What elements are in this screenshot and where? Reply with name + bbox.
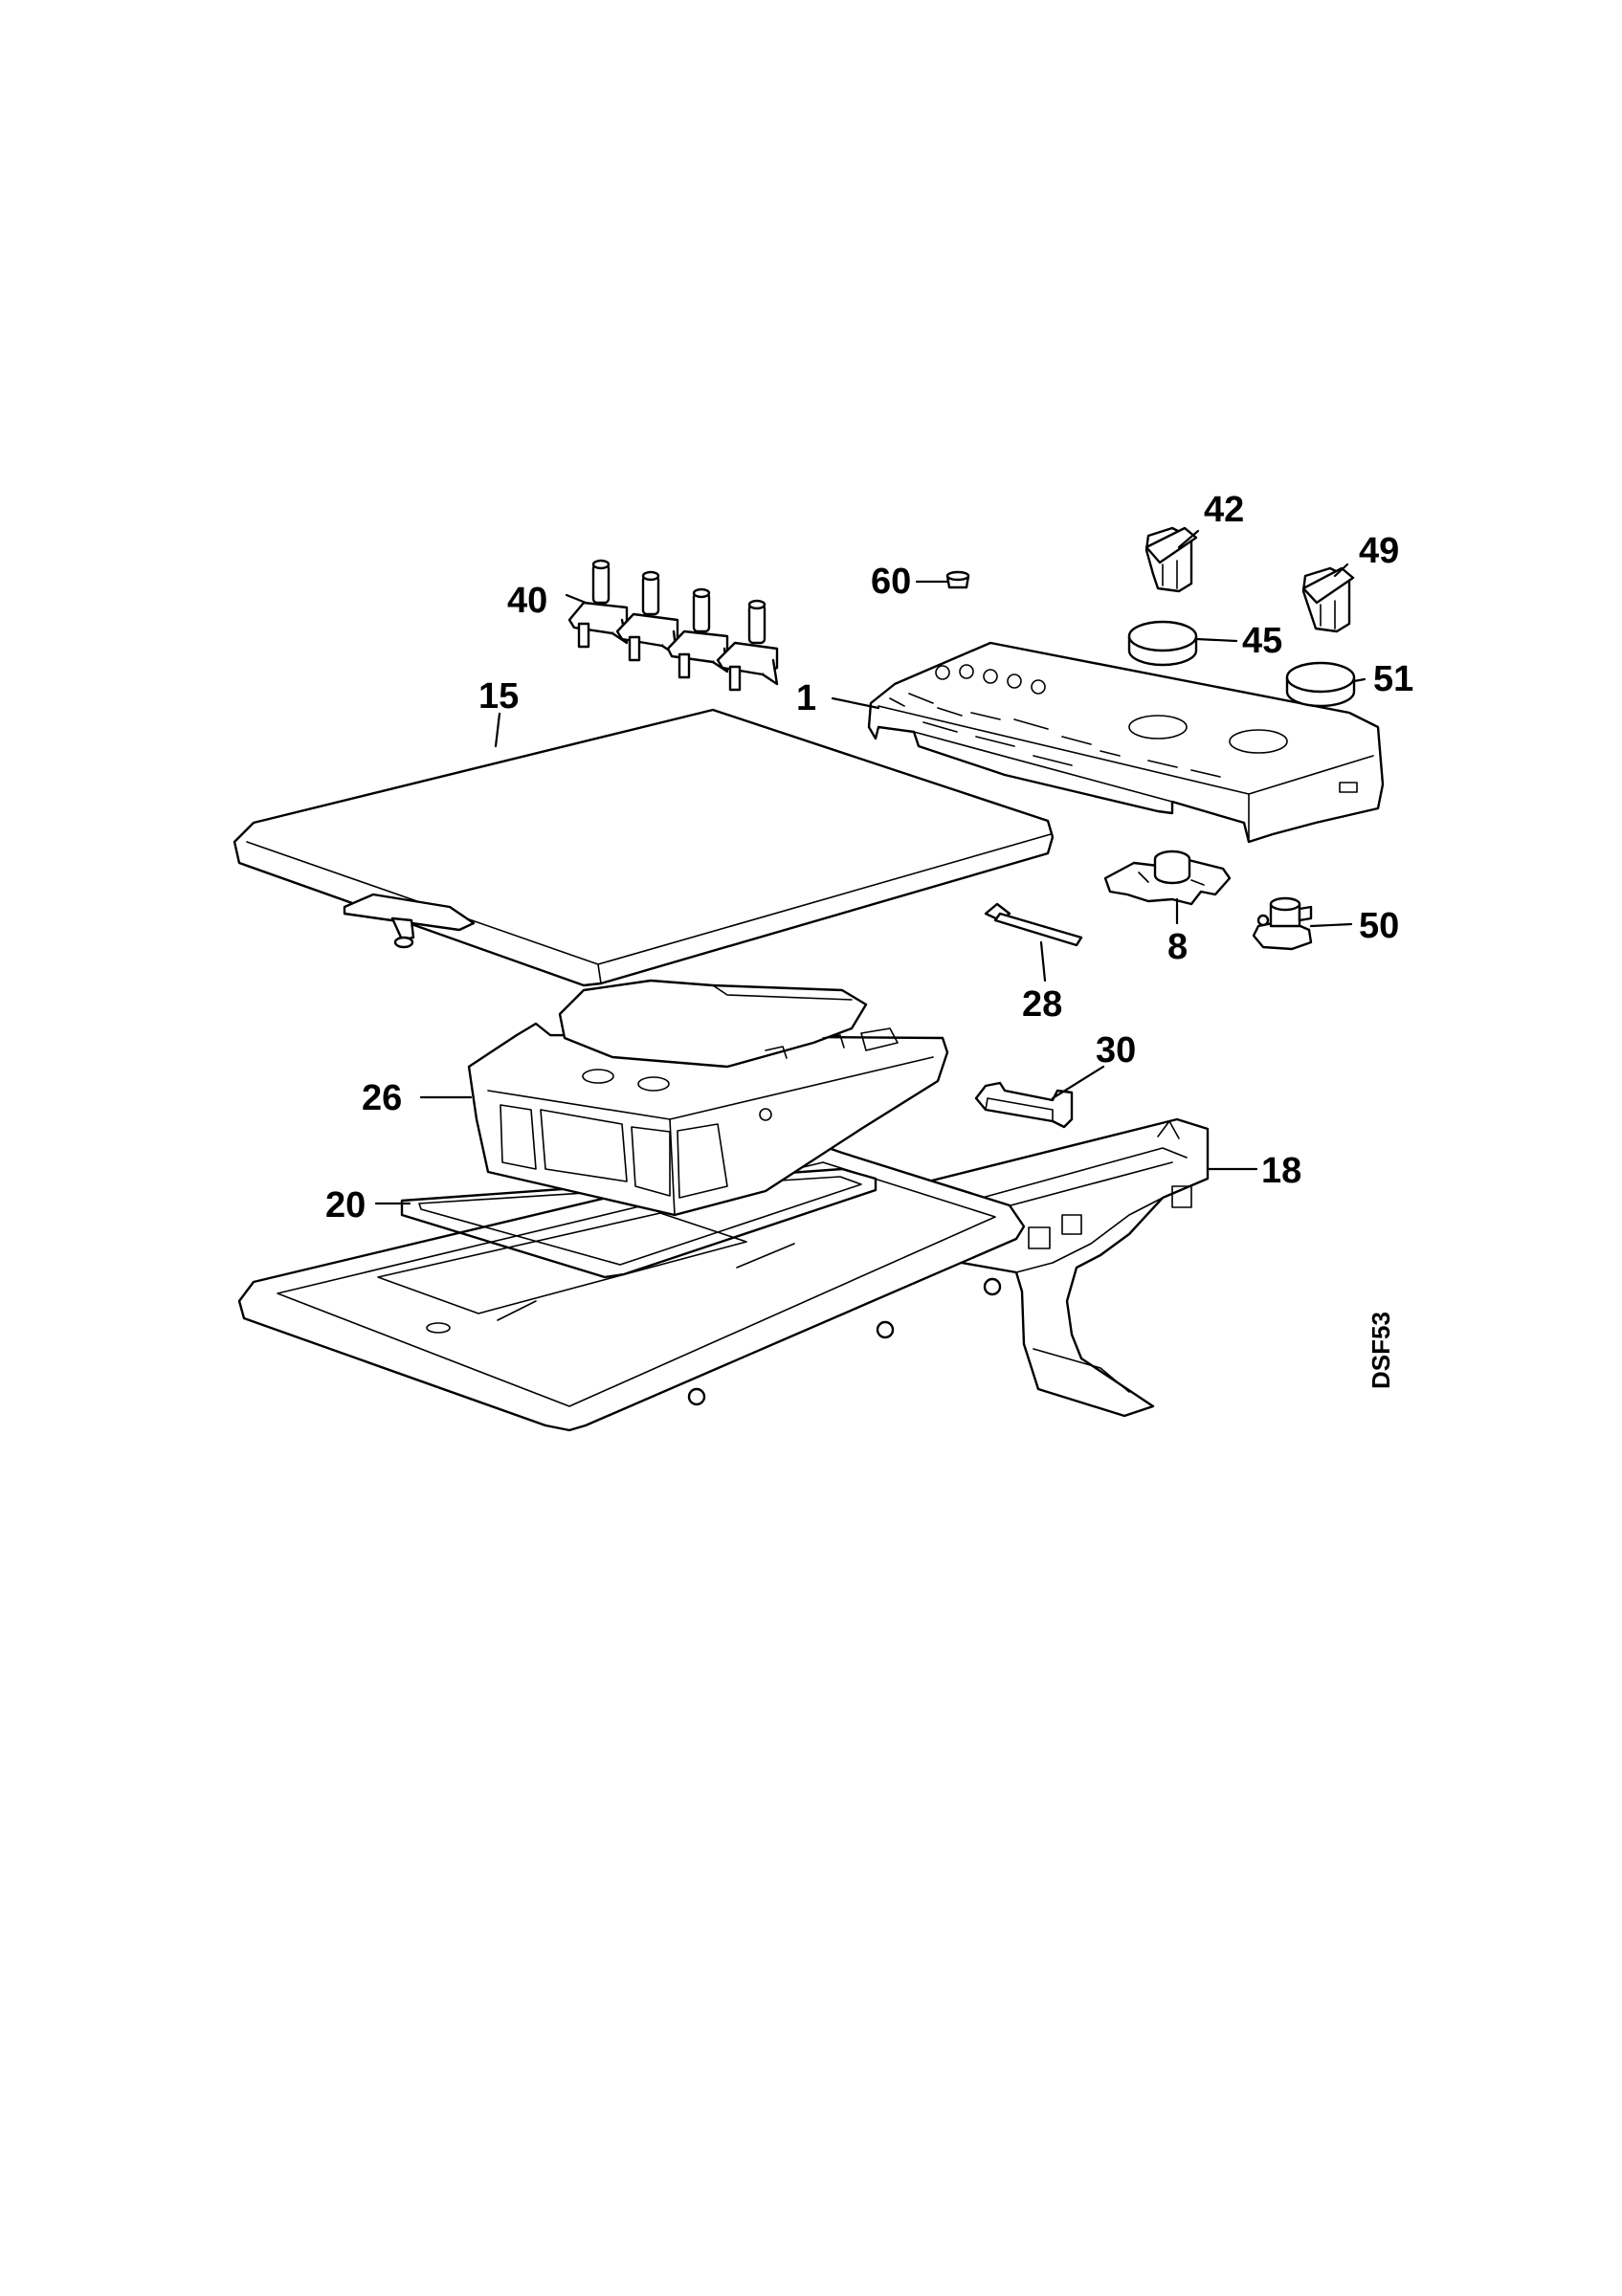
label-part-40: 40 — [507, 581, 547, 621]
part-8-selector-bracket — [1103, 850, 1232, 906]
label-part-28: 28 — [1022, 984, 1062, 1025]
label-part-50: 50 — [1359, 906, 1399, 946]
label-part-26: 26 — [362, 1078, 402, 1118]
label-part-15: 15 — [478, 676, 519, 717]
label-part-30: 30 — [1096, 1030, 1136, 1071]
label-part-42: 42 — [1204, 490, 1244, 530]
part-labels: 40 60 42 49 45 51 1 15 8 50 28 30 18 26 … — [325, 490, 1413, 1389]
part-51-ring — [1285, 661, 1356, 708]
part-45-ring — [1127, 620, 1198, 667]
part-15-lid — [233, 708, 1055, 987]
leader-lines — [374, 529, 1366, 1205]
label-part-60: 60 — [871, 562, 911, 602]
label-part-45: 45 — [1242, 621, 1282, 661]
part-60-plug — [945, 570, 970, 589]
label-part-1: 1 — [796, 678, 816, 718]
label-part-18: 18 — [1261, 1151, 1301, 1191]
label-part-8: 8 — [1167, 927, 1188, 967]
part-28-pin — [984, 902, 1083, 947]
part-26-dispenser-drawer — [467, 979, 949, 1217]
part-1-control-panel — [867, 641, 1385, 844]
label-part-51: 51 — [1373, 659, 1413, 699]
label-part-49: 49 — [1359, 531, 1399, 571]
part-30-clip — [974, 1081, 1074, 1129]
part-49-knob — [1301, 566, 1355, 633]
part-42-knob — [1144, 526, 1198, 593]
part-40-buttons — [567, 559, 779, 692]
label-part-20: 20 — [325, 1185, 366, 1225]
diagram-code: DSF53 — [1366, 1312, 1395, 1389]
part-50-selector-hub — [1252, 896, 1313, 951]
